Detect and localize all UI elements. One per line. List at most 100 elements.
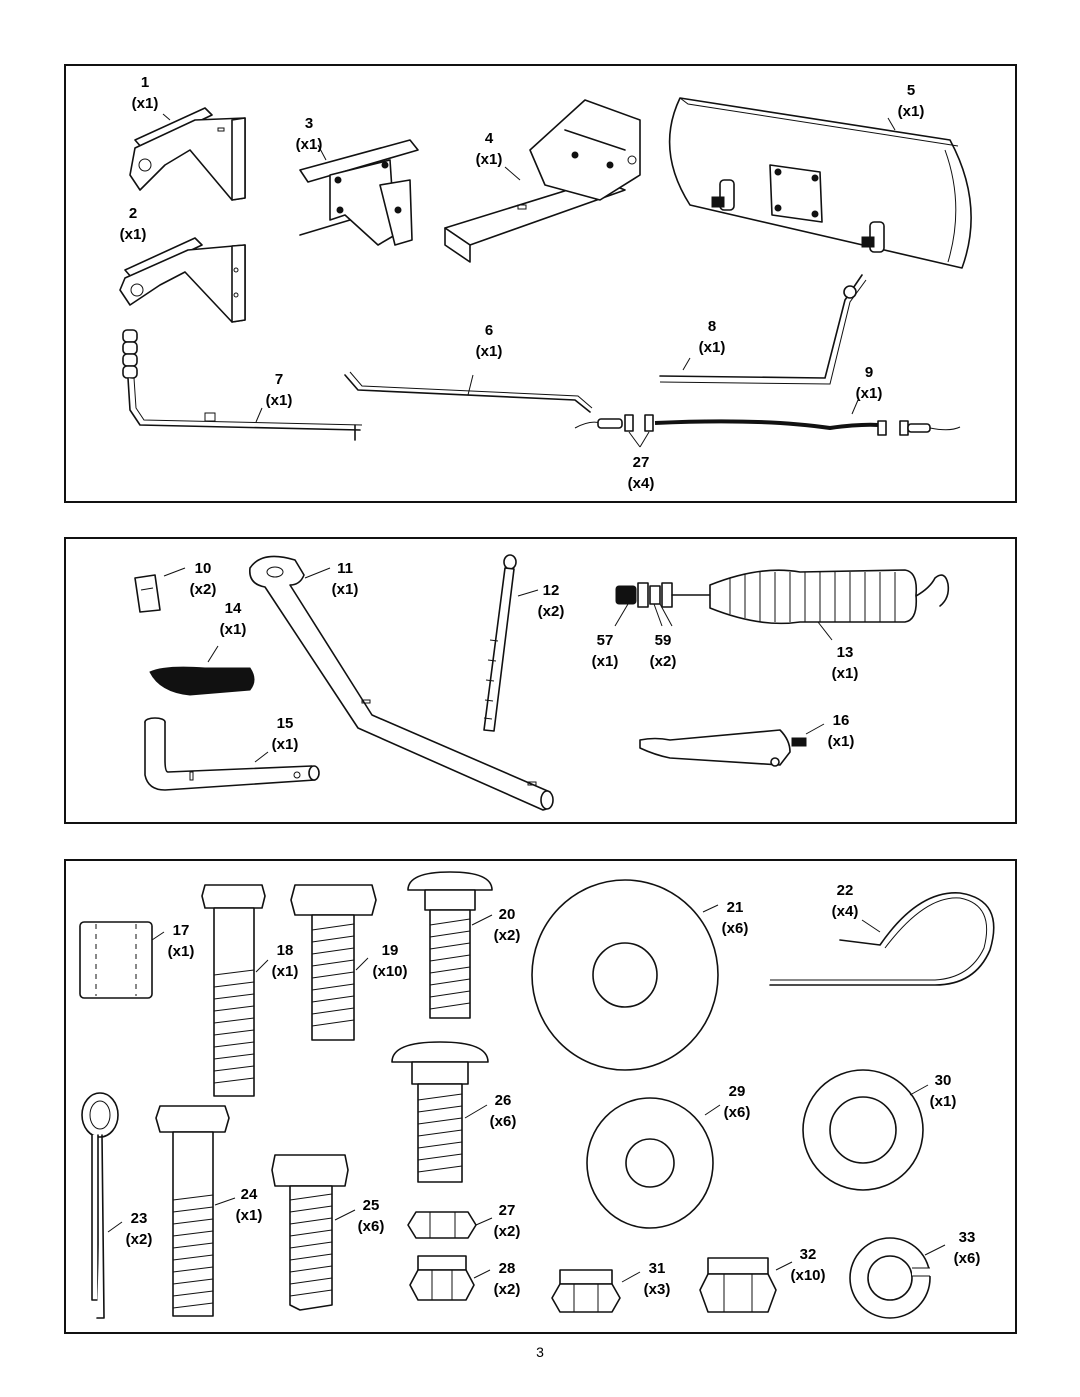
callout-part-2: 2(x1): [110, 203, 156, 245]
bolt-part-19: [290, 884, 377, 1041]
callout-part-4: 4 (x1): [466, 128, 512, 170]
rod-part-8: [659, 274, 867, 385]
part-number: 21: [726, 899, 744, 916]
handle-part-16: [639, 723, 825, 767]
part-number: 3: [304, 115, 314, 132]
page-number: 3: [536, 1344, 544, 1360]
part-quantity: (x1): [295, 136, 323, 153]
carriage-bolt-part-26: [391, 1041, 489, 1183]
part-number: 24: [240, 1186, 258, 1203]
cable-part-9: [574, 399, 961, 448]
part-number: 32: [799, 1246, 817, 1263]
part-number: 20: [498, 906, 516, 923]
part-quantity: (x1): [119, 226, 147, 243]
part-quantity: (x4): [831, 903, 859, 920]
callout-part-27-cable: 27 (x4): [618, 452, 664, 494]
parts-panel-lift-spring: [64, 537, 1017, 824]
part-number: 15: [276, 715, 294, 732]
callout-part-8: 8 (x1): [689, 316, 735, 358]
callout-part-3: 3 (x1): [286, 113, 332, 155]
part-number: 28: [498, 1260, 516, 1277]
part-number: 19: [381, 942, 399, 959]
rod-part-6: [344, 371, 593, 413]
part-number: 33: [958, 1229, 976, 1246]
part-quantity: (x2): [493, 1281, 521, 1298]
part-quantity: (x4): [627, 475, 655, 492]
lift-arm-part-11: [248, 555, 554, 811]
part-number: 10: [194, 560, 212, 577]
part-number: 5: [906, 82, 916, 99]
part-number: 13: [836, 644, 854, 661]
callout-part-11: 11(x1): [322, 558, 368, 600]
part-quantity: (x2): [125, 1231, 153, 1248]
sleeve-part-17: [79, 921, 165, 999]
callout-part-21: 21 (x6): [712, 897, 758, 939]
bolt-part-24: [155, 1105, 236, 1317]
part-quantity: (x6): [723, 1104, 751, 1121]
part-quantity: (x1): [235, 1207, 263, 1224]
part-number: 17: [172, 922, 190, 939]
lock-nut-part-28: [409, 1255, 491, 1301]
part-quantity: (x6): [489, 1113, 517, 1130]
cable-tie-part-12: [483, 554, 539, 732]
callout-part-9: 9(x1): [846, 362, 892, 404]
part-number: 27: [632, 454, 650, 471]
part-number: 7: [274, 371, 284, 388]
parts-panel-hardware: [64, 859, 1017, 1334]
part-number: 26: [494, 1092, 512, 1109]
part-quantity: (x10): [372, 963, 408, 980]
part-quantity: (x1): [855, 385, 883, 402]
callout-part-10: 10(x2): [180, 558, 226, 600]
lock-washer-part-33: [849, 1237, 946, 1319]
clip-part-10: [134, 567, 186, 613]
part-quantity: (x1): [131, 95, 159, 112]
part-number: 16: [832, 712, 850, 729]
part-quantity: (x1): [827, 733, 855, 750]
carriage-bolt-part-20: [407, 871, 493, 1019]
callout-part-23: 23(x2): [116, 1208, 162, 1250]
part-quantity: (x1): [219, 621, 247, 638]
callout-part-28: 28 (x2): [484, 1258, 530, 1300]
handle-grip-part-14: [149, 645, 255, 696]
part-quantity: (x2): [537, 603, 565, 620]
callout-part-12: 12 (x2): [528, 580, 574, 622]
callout-part-59: 59(x2): [640, 630, 686, 672]
part-number: 25: [362, 1197, 380, 1214]
callout-part-15: 15(x1): [262, 713, 308, 755]
part-number: 27: [498, 1202, 516, 1219]
callout-part-31: 31(x3): [634, 1258, 680, 1300]
plow-blade-part-5: [668, 97, 972, 269]
part-quantity: (x1): [591, 653, 619, 670]
part-quantity: (x6): [721, 920, 749, 937]
part-quantity: (x1): [698, 339, 726, 356]
part-quantity: (x2): [493, 927, 521, 944]
part-quantity: (x1): [475, 151, 503, 168]
part-number: 29: [728, 1083, 746, 1100]
callout-part-14: 14 (x1): [210, 598, 256, 640]
washer-part-30: [802, 1069, 929, 1191]
callout-part-33: 33(x6): [944, 1227, 990, 1269]
lift-lever-part-7: [122, 329, 363, 441]
part-number: 4: [484, 130, 494, 147]
part-quantity: (x10): [790, 1267, 826, 1284]
part-number: 8: [707, 318, 717, 335]
lock-nut-part-32: [699, 1257, 793, 1313]
part-quantity: (x1): [331, 581, 359, 598]
nut-part-27: [407, 1211, 493, 1239]
part-quantity: (x1): [475, 343, 503, 360]
bracket-part-1: [129, 107, 246, 201]
part-number: 12: [542, 582, 560, 599]
pin-part-15: [144, 717, 320, 791]
part-quantity: (x6): [357, 1218, 385, 1235]
callout-part-26: 26 (x6): [480, 1090, 526, 1132]
part-quantity: (x1): [897, 103, 925, 120]
part-number: 31: [648, 1260, 666, 1277]
callout-part-1: 1(x1): [122, 72, 168, 114]
push-frame-part-4: [444, 99, 641, 263]
callout-part-6: 6(x1): [466, 320, 512, 362]
callout-part-7: 7(x1): [256, 369, 302, 411]
callout-part-30: 30(x1): [920, 1070, 966, 1112]
part-number: 59: [654, 632, 672, 649]
part-number: 14: [224, 600, 242, 617]
lock-nut-part-31: [551, 1269, 641, 1313]
